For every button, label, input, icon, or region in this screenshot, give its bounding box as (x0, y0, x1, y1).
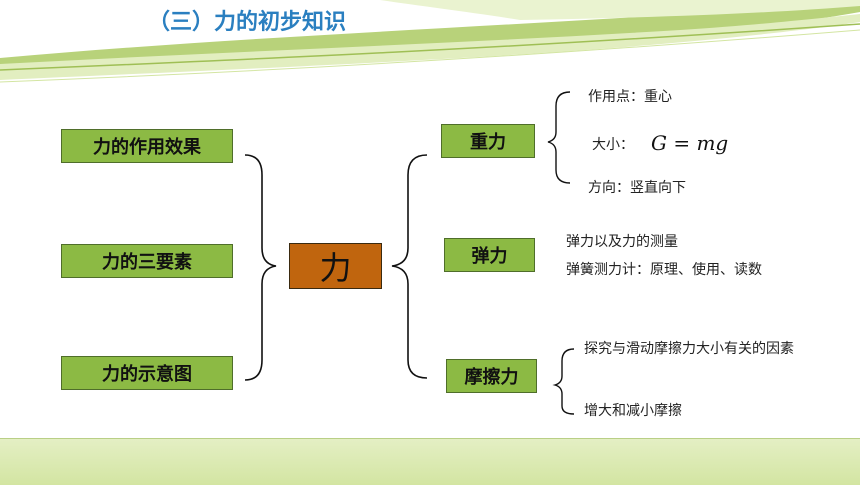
friction-line-2: 增大和减小摩擦 (584, 403, 682, 419)
right-brace (391, 154, 428, 379)
elastic-line-1: 弹力以及力的测量 (566, 234, 678, 250)
header-decoration (0, 0, 860, 83)
gravity-direction: 方向：竖直向下 (588, 180, 686, 196)
friction-brace (552, 348, 575, 415)
left-item-effects: 力的作用效果 (61, 129, 233, 163)
gravity-formula: G = mg (651, 131, 729, 155)
left-brace (244, 154, 277, 381)
friction-line-1: 探究与滑动摩擦力大小有关的因素 (584, 341, 794, 357)
gravity-brace (547, 91, 571, 184)
elastic-line-2: 弹簧测力计：原理、使用、读数 (566, 262, 762, 278)
footer-band (0, 438, 860, 485)
slide-title: （三）力的初步知识 (148, 10, 347, 35)
gravity-point: 作用点：重心 (588, 89, 672, 105)
gravity-size-label: 大小： (592, 137, 634, 153)
right-item-friction: 摩擦力 (446, 359, 537, 393)
center-node-force: 力 (289, 243, 382, 289)
right-item-elastic: 弹力 (444, 238, 535, 272)
right-item-gravity: 重力 (441, 124, 535, 158)
left-item-three-elements: 力的三要素 (61, 244, 233, 278)
left-item-diagram: 力的示意图 (61, 356, 233, 390)
